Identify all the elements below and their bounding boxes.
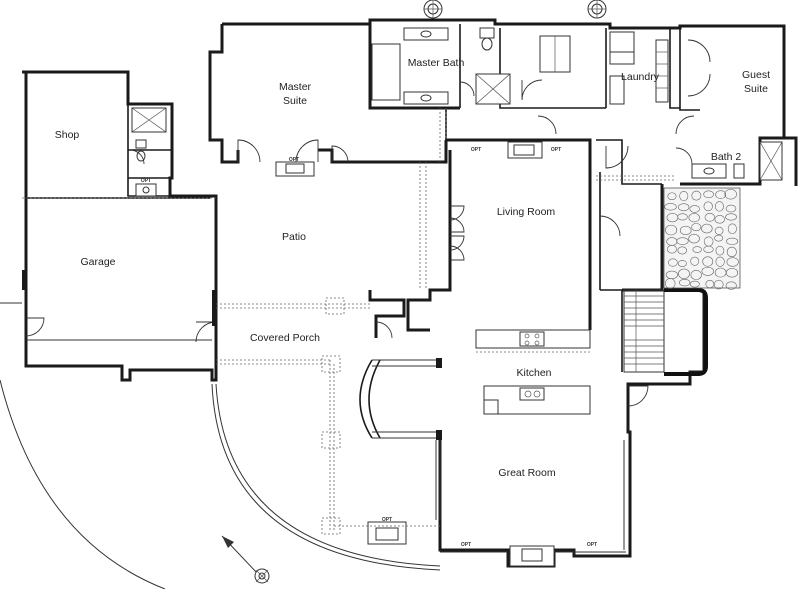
stone [714,226,724,235]
label-kitchen: Kitchen [516,367,551,379]
label-master-suite-line1: Master [279,81,312,93]
opt-label-great-room-fireplace: OPT [382,517,392,523]
stone [678,203,690,212]
stone [667,244,677,254]
shop-fixtures [131,107,167,197]
stone [677,246,688,255]
opt-label-master-fireplace: OPT [289,157,299,163]
staircase [623,288,708,376]
opt-label-great-room-right: OPT [587,542,597,548]
great-room-windows [440,440,626,553]
north-arrow [221,535,270,584]
kitchen-counters [475,329,591,415]
label-guest-suite-line1: Guest [742,69,770,81]
roof-vents [423,0,607,19]
stone [702,256,714,267]
stone [724,188,737,200]
stone [726,237,739,245]
stone [691,190,702,201]
label-shop: Shop [55,129,80,141]
opt-label-living-right: OPT [551,147,561,153]
stone [714,201,724,212]
stone [715,256,725,267]
stone [665,224,678,236]
stone [678,278,691,287]
stone [713,279,724,290]
stone [725,281,737,290]
stone [727,223,737,235]
walkway-arc [0,379,441,589]
stone [714,215,725,224]
stone [664,203,677,211]
label-living-room: Living Room [497,206,556,218]
stone [703,190,714,199]
interior-walls [26,24,700,372]
porch-outlines [22,108,676,535]
opt-label-shop: OPT [141,178,151,184]
label-laundry: Laundry [621,71,660,83]
stone [725,213,737,221]
stone [701,266,715,276]
stone-walkway [663,187,741,290]
stone [690,270,702,280]
stone [677,260,687,267]
stone [676,237,689,246]
room-labels: Master Suite Master Bath Laundry Guest S… [55,57,770,479]
stone [689,280,700,288]
stone [715,190,727,199]
bath2-fixtures [691,141,783,181]
master-bath-fixtures [371,27,511,105]
stone [688,213,700,223]
stone [703,245,714,253]
label-master-bath: Master Bath [408,57,465,69]
stone [714,234,724,242]
stone [679,225,692,236]
laundry-fixtures [539,31,669,105]
garage-details [0,270,216,341]
stone [725,268,739,278]
stone [668,258,678,267]
label-bath2: Bath 2 [711,151,742,163]
label-master-suite-line2: Suite [283,95,307,107]
stone [715,245,725,256]
doors [25,39,711,407]
label-patio: Patio [282,231,306,243]
label-covered-porch: Covered Porch [250,332,320,344]
stone [725,204,737,213]
stone [705,279,715,289]
stone [691,223,702,232]
stone [678,268,690,279]
opt-label-living-left: OPT [471,147,481,153]
stone [703,201,713,212]
opt-labels: OPT OPT OPT OPT OPT OPT OPT [141,147,597,548]
stone [677,213,688,221]
stone [688,233,700,244]
label-garage: Garage [80,256,115,268]
opt-label-great-room-left: OPT [461,542,471,548]
fireplaces [275,141,555,567]
bay-window [359,358,442,520]
stone [701,223,713,234]
stone [690,256,700,266]
stone [704,213,715,222]
label-great-room: Great Room [498,467,555,479]
stone [667,192,677,201]
stone [692,246,702,253]
stone [726,257,739,267]
stone [679,190,689,202]
stone [689,205,700,213]
stone [664,278,676,289]
label-guest-suite-line2: Suite [744,83,768,95]
stone [726,246,737,258]
